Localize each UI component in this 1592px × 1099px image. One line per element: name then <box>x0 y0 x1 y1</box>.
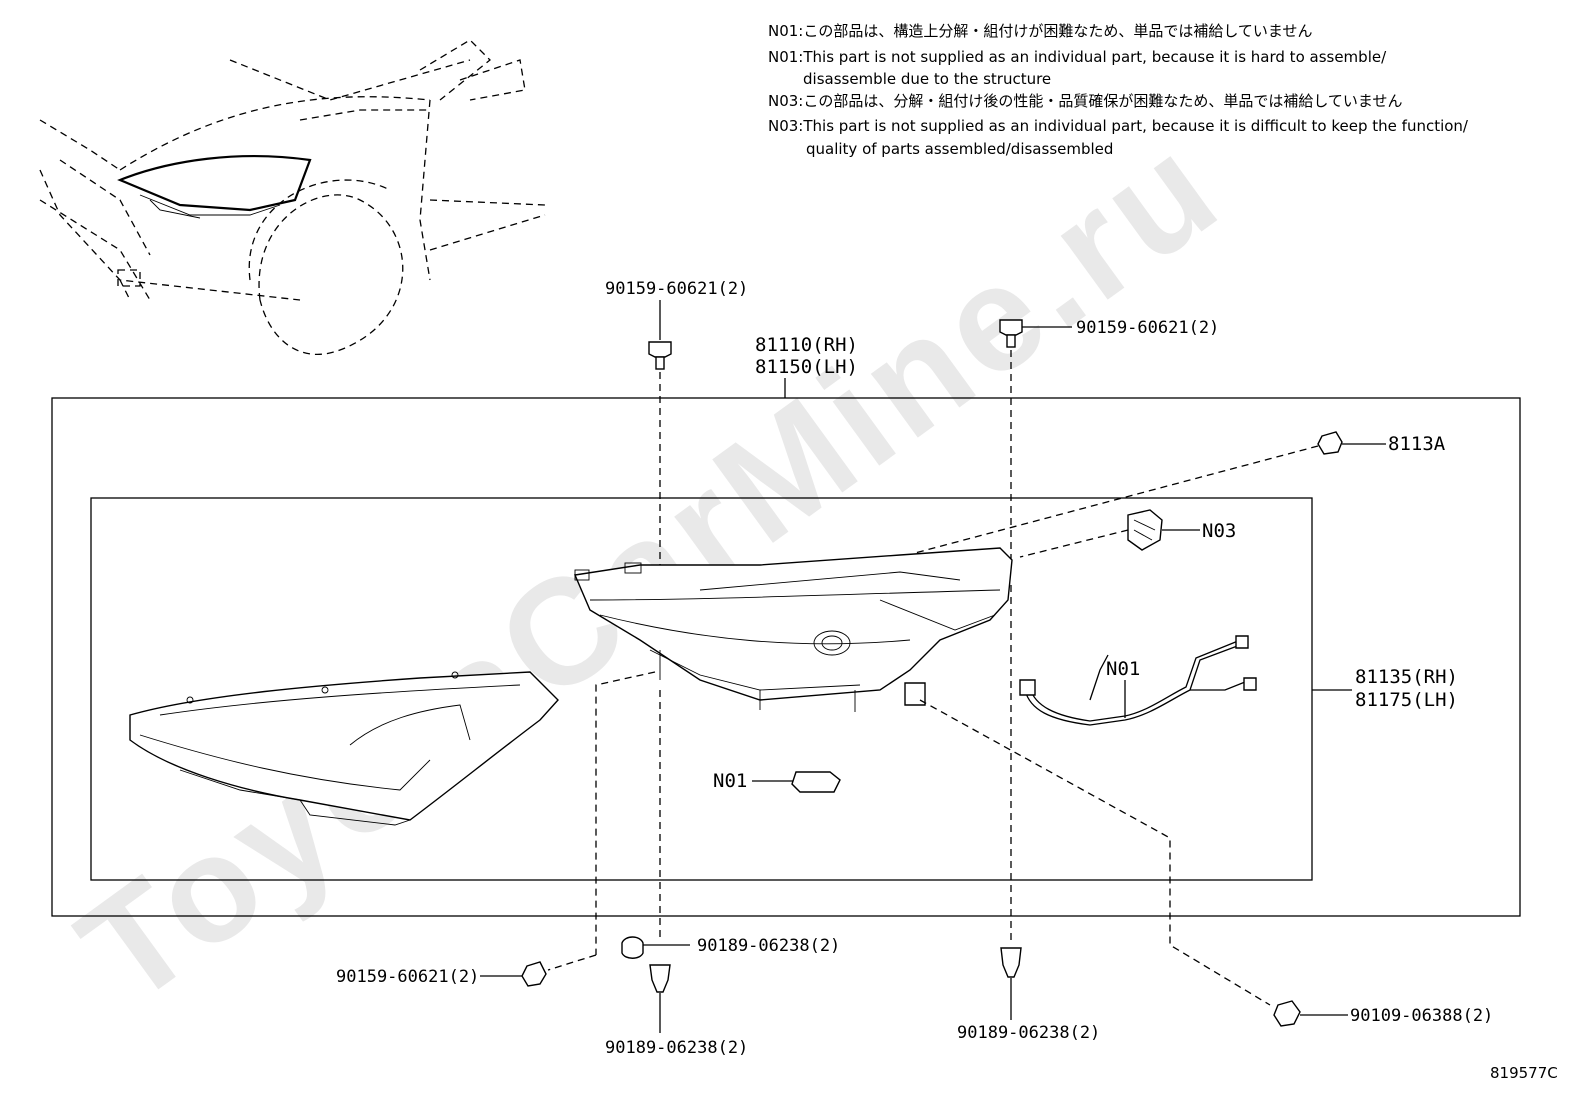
note-n01-jp: N01:この部品は、構造上分解・組付けが困難なため、単品では補給していません <box>768 22 1312 40</box>
bolt-90159-bottom-left: 90159-60621(2) <box>336 961 547 987</box>
clip-90189-left-lower: 90189-06238(2) <box>605 964 748 1058</box>
label-screw-bottom-right: 90109-06388(2) <box>1350 1006 1493 1026</box>
label-assembly-lh: 81150(LH) <box>755 356 858 378</box>
supply-notes: N01:この部品は、構造上分解・組付けが困難なため、単品では補給していません N… <box>768 22 1469 158</box>
note-n01-en-line2: disassemble due to the structure <box>803 70 1051 88</box>
label-clip-left-lower: 90189-06238(2) <box>605 1038 748 1058</box>
bolt-90159-top-left: 90159-60621(2) <box>605 279 748 580</box>
clip-90189-right: 90189-06238(2) <box>957 947 1100 1043</box>
headlamp-housing <box>574 547 1013 712</box>
note-n01-en-line1: N01:This part is not supplied as an indi… <box>768 48 1387 66</box>
label-sub-rh: 81135(RH) <box>1355 666 1458 688</box>
figure-id: 819577C <box>1490 1064 1558 1082</box>
note-n03-en-line2: quality of parts assembled/disassembled <box>806 140 1113 158</box>
label-sub-lh: 81175(LH) <box>1355 689 1458 711</box>
label-socket: 8113A <box>1388 433 1446 455</box>
label-n01-harness: N01 <box>1106 658 1140 680</box>
wire-harness-n01: N01 <box>1019 635 1257 726</box>
n03-unit: N03 <box>1019 509 1236 558</box>
socket-8113a: 8113A <box>914 431 1446 554</box>
note-n03-jp: N03:この部品は、分解・組付け後の性能・品質確保が困難なため、単品では補給して… <box>768 92 1402 110</box>
headlamp-lens <box>129 671 559 826</box>
headlamp-assembly-frame <box>51 397 1521 917</box>
bolt-90159-top-right: 90159-60621(2) <box>999 318 1219 945</box>
screw-90109-bottom-right: 90109-06388(2) <box>1273 1000 1493 1027</box>
headlamp-unit-subassembly-frame <box>90 497 1313 881</box>
label-bolt-bottom-left: 90159-60621(2) <box>336 967 479 987</box>
sub-assembly-label: 81135(RH) 81175(LH) <box>1312 666 1458 711</box>
clip-90189-left-upper: 90189-06238(2) <box>621 936 840 959</box>
label-bolt-top-left: 90159-60621(2) <box>605 279 748 299</box>
vehicle-locator-illustration <box>39 39 546 355</box>
label-assembly-rh: 81110(RH) <box>755 334 858 356</box>
label-n03: N03 <box>1202 520 1236 542</box>
label-clip-left-upper: 90189-06238(2) <box>697 936 840 956</box>
label-n01-module: N01 <box>713 770 747 792</box>
label-clip-right: 90189-06238(2) <box>957 1023 1100 1043</box>
note-n03-en-line1: N03:This part is not supplied as an indi… <box>768 117 1469 135</box>
label-bolt-top-right: 90159-60621(2) <box>1076 318 1219 338</box>
module-n01: N01 <box>713 770 841 793</box>
